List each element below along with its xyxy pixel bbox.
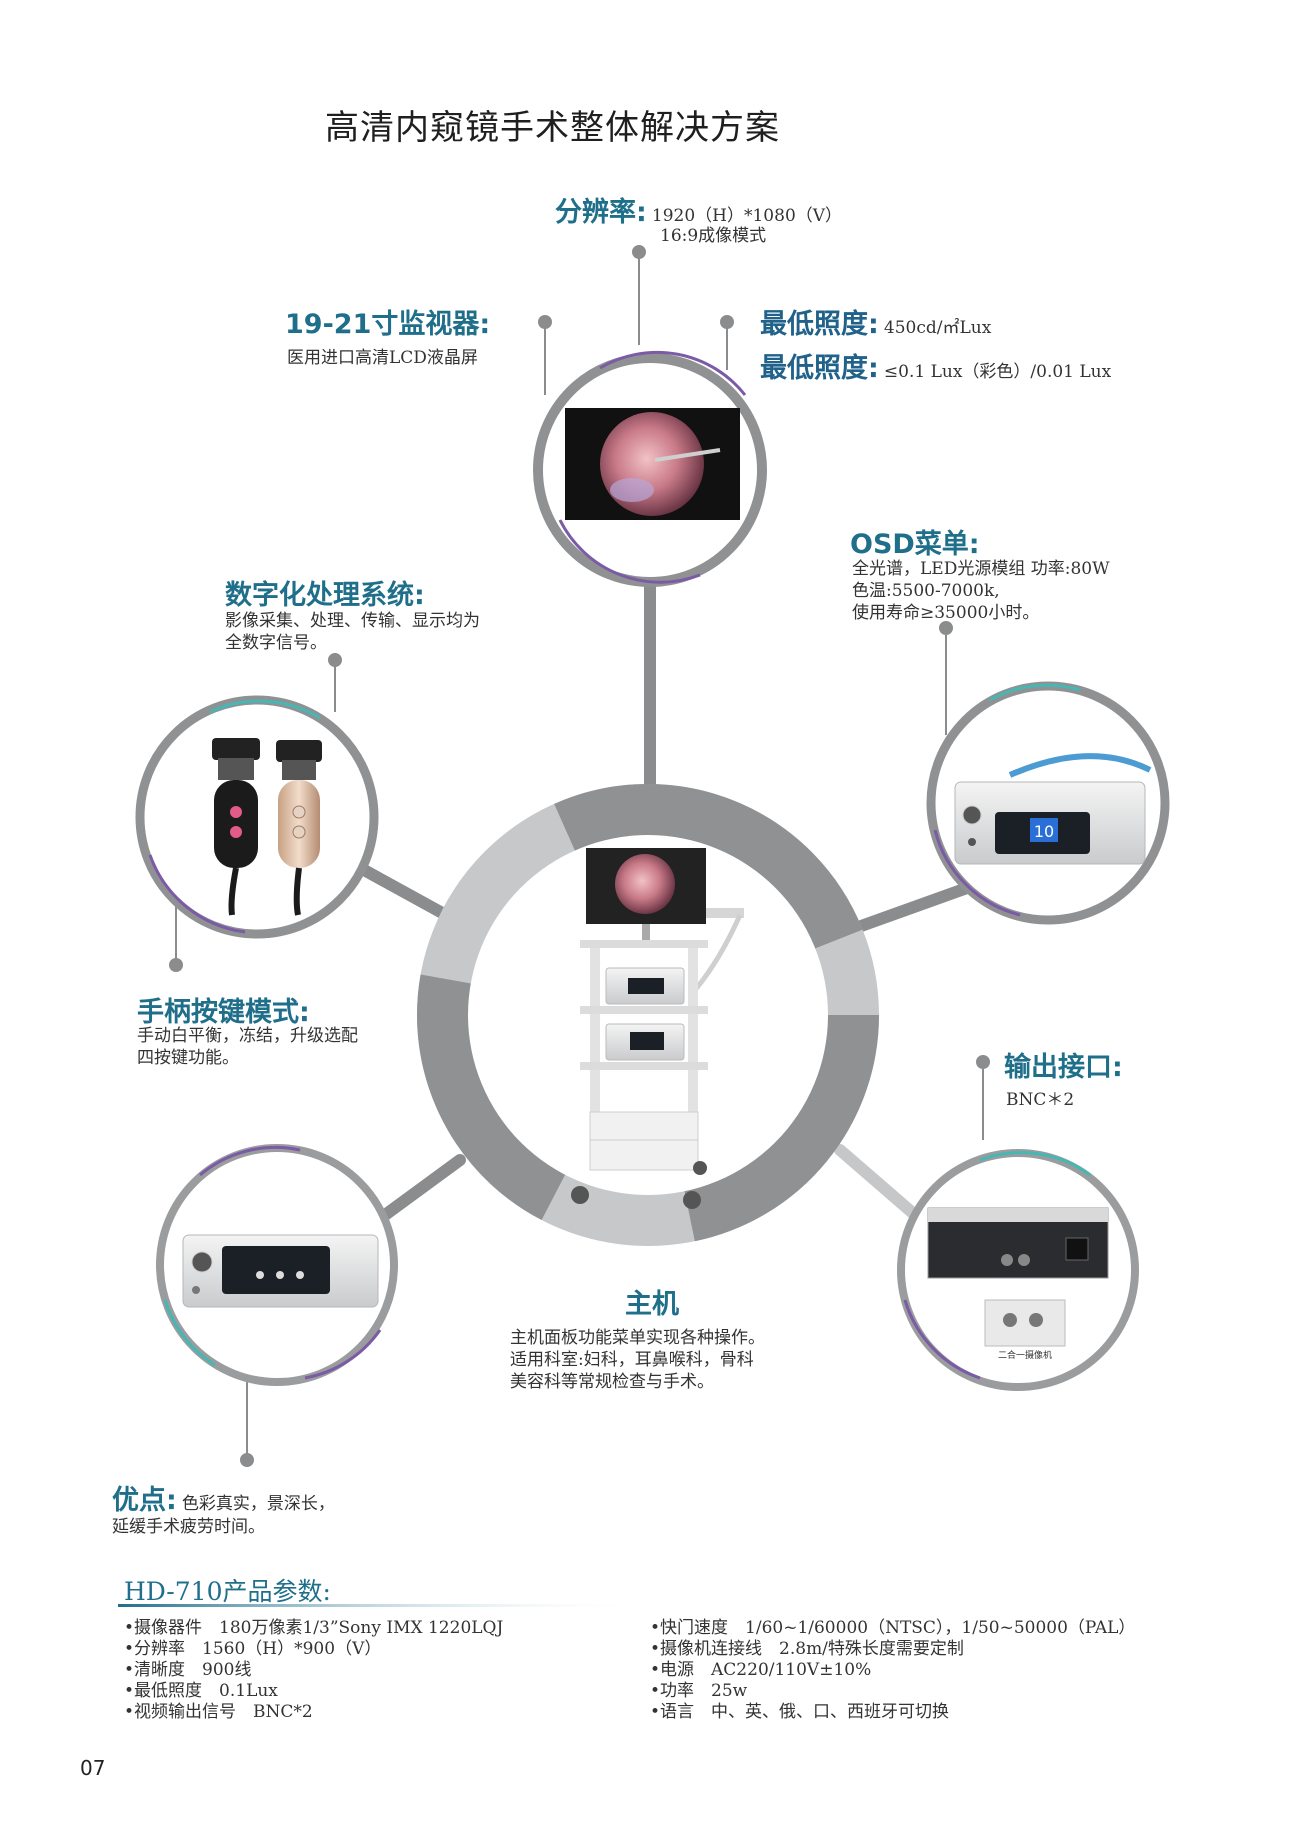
- advantage-line2: 延缓手术疲劳时间。: [112, 1517, 265, 1537]
- host-line1: 主机面板功能菜单实现各种操作。: [510, 1328, 765, 1348]
- handle-line2: 四按键功能。: [137, 1048, 239, 1068]
- page-number: 07: [80, 1756, 106, 1780]
- advantage-label: 优点:: [112, 1485, 177, 1516]
- page-title: 高清内窥镜手术整体解决方案: [325, 108, 780, 148]
- spec-title: HD-710产品参数:: [124, 1577, 331, 1606]
- light-display-value: 10: [1034, 822, 1054, 841]
- output-panel-image: 二合一摄像机: [927, 1207, 1109, 1361]
- spec-item: •功率 25w: [650, 1681, 748, 1701]
- osd-label: OSD菜单:: [850, 529, 980, 560]
- spec-item: •视频输出信号 BNC*2: [124, 1702, 313, 1722]
- monitor-desc: 医用进口高清LCD液晶屏: [287, 348, 478, 368]
- spec-item: •语言 中、英、俄、口、西班牙可切换: [650, 1702, 950, 1722]
- resolution-label: 分辨率:: [555, 197, 647, 228]
- min-illum-2-label: 最低照度:: [760, 353, 879, 384]
- digital-line1: 影像采集、处理、传输、显示均为: [225, 611, 480, 631]
- osd-desc: 全光谱，LED光源模组 功率:80W 色温:5500-7000k, 使用寿命≥3…: [852, 558, 1110, 624]
- digital-desc: 影像采集、处理、传输、显示均为 全数字信号。: [225, 610, 480, 654]
- handle-label: 手柄按键模式:: [137, 997, 310, 1028]
- osd-line1: 全光谱，LED光源模组 功率:80W: [852, 559, 1110, 579]
- resolution-block: 分辨率: 1920（H）*1080（V）: [555, 190, 842, 229]
- monitor-image: [565, 408, 740, 520]
- camera-handles-image: [212, 738, 322, 916]
- osd-line3: 使用寿命≥35000小时。: [852, 603, 1040, 623]
- resolution-line2: 16:9成像模式: [660, 226, 767, 246]
- spec-list-left: •摄像器件 180万像素1/3”Sony IMX 1220LQJ •分辨率 15…: [124, 1618, 503, 1723]
- min-illum-2-value: ≤0.1 Lux（彩色）/0.01 Lux: [883, 362, 1112, 382]
- pin-lines: [169, 245, 990, 1467]
- digital-line2: 全数字信号。: [225, 633, 327, 653]
- spec-item: •摄像机连接线 2.8m/特殊长度需要定制: [650, 1639, 964, 1659]
- digital-label: 数字化处理系统:: [225, 580, 425, 611]
- spec-item: •快门速度 1/60~1/60000（NTSC），1/50~50000（PAL）: [650, 1618, 1136, 1638]
- camera-label: 二合一摄像机: [998, 1349, 1052, 1361]
- endoscope-cart-image: [571, 848, 744, 1209]
- host-unit-image: [182, 1234, 379, 1308]
- min-illum-1-value: 450cd/㎡Lux: [883, 318, 992, 338]
- handle-line1: 手动白平衡，冻结，升级选配: [137, 1026, 358, 1046]
- min-illum-2: 最低照度: ≤0.1 Lux（彩色）/0.01 Lux: [760, 346, 1111, 385]
- host-line2: 适用科室:妇科，耳鼻喉科，骨科: [510, 1350, 754, 1370]
- monitor-label: 19-21寸监视器:: [285, 309, 491, 340]
- output-label: 输出接口:: [1004, 1052, 1123, 1083]
- light-source-image: 10: [954, 753, 1152, 865]
- osd-line2: 色温:5500-7000k,: [852, 581, 1000, 601]
- spec-item: •清晰度 900线: [124, 1660, 252, 1680]
- spec-title-rule: [118, 1604, 648, 1607]
- min-illum-1: 最低照度: 450cd/㎡Lux: [760, 302, 991, 341]
- spec-item: •分辨率 1560（H）*900（V）: [124, 1639, 382, 1659]
- spec-item: •电源 AC220/110V±10%: [650, 1660, 872, 1680]
- min-illum-1-label: 最低照度:: [760, 309, 879, 340]
- advantage-line1: 色彩真实，景深长，: [181, 1494, 335, 1514]
- spec-item: •摄像器件 180万像素1/3”Sony IMX 1220LQJ: [124, 1618, 504, 1638]
- spec-item: •最低照度 0.1Lux: [124, 1681, 278, 1701]
- advantage-block: 优点: 色彩真实，景深长，: [112, 1478, 335, 1517]
- spec-list-right: •快门速度 1/60~1/60000（NTSC），1/50~50000（PAL）…: [650, 1618, 1135, 1723]
- host-desc: 主机面板功能菜单实现各种操作。 适用科室:妇科，耳鼻喉科，骨科 美容科等常规检查…: [510, 1327, 765, 1393]
- output-value: BNC＊2: [1006, 1090, 1075, 1110]
- host-line3: 美容科等常规检查与手术。: [510, 1372, 714, 1392]
- handle-desc: 手动白平衡，冻结，升级选配 四按键功能。: [137, 1025, 358, 1069]
- host-label: 主机: [625, 1289, 679, 1320]
- resolution-line1: 1920（H）*1080（V）: [651, 206, 843, 226]
